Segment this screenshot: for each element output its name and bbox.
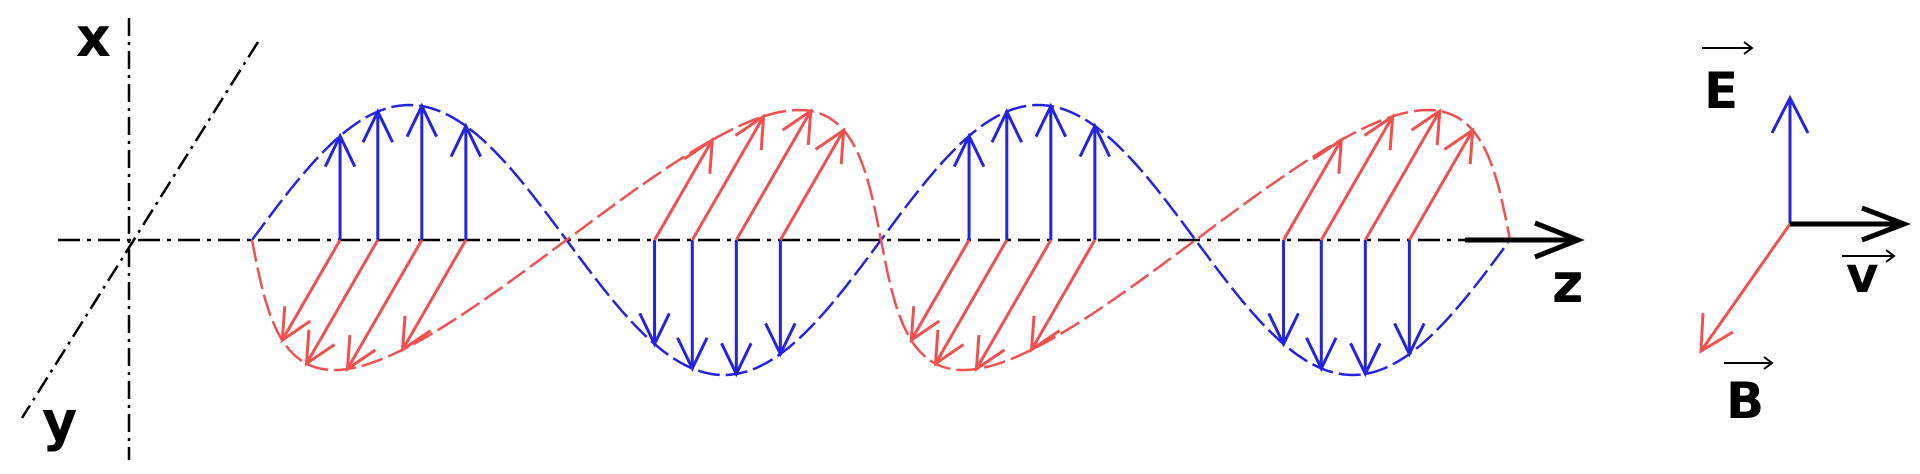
b-field-vector: [1320, 115, 1394, 241]
y-axis-line: [20, 41, 260, 419]
b-field-vector-head: [1410, 108, 1442, 146]
legend-e-arrowhead: [1770, 94, 1810, 134]
b-field-vector: [691, 115, 765, 241]
b-field-vector: [401, 239, 468, 351]
legend-e-label: E: [1704, 62, 1738, 120]
electric-field-vectors: [323, 102, 1426, 378]
b-field-vector-head: [1029, 315, 1061, 353]
legend-v-overarrow-head: [1885, 249, 1896, 263]
b-field-vector: [1364, 110, 1442, 241]
b-field-vector: [909, 239, 971, 341]
b-field-vector: [346, 239, 424, 370]
b-field-vector: [934, 239, 1009, 365]
e-field-vector-head: [1349, 342, 1382, 378]
legend-v-arrowhead: [1861, 205, 1912, 243]
b-field-vector-head: [734, 113, 766, 151]
b-field-vector: [1030, 239, 1097, 351]
b-field-vector-head: [1312, 136, 1344, 174]
e-field-vector-head: [638, 312, 671, 348]
legend-e-overarrow-head: [1743, 41, 1754, 55]
b-field-vector-head: [781, 108, 813, 146]
b-field-vector-head: [933, 329, 965, 367]
b-field-vector-head: [280, 306, 312, 344]
y-axis-label: y: [42, 390, 77, 453]
z-axis-label: z: [1552, 252, 1583, 315]
magnetic-field-curve: [250, 108, 1511, 372]
legend-b-label: B: [1726, 372, 1764, 430]
legend: E v B: [1699, 41, 1912, 430]
e-field-vector-head: [1078, 122, 1111, 158]
e-field-vector-head: [764, 322, 797, 358]
e-field-vector-head: [361, 108, 394, 143]
axes: [20, 18, 1585, 460]
b-field-vector: [975, 239, 1053, 370]
b-field-vector: [305, 239, 380, 365]
b-field-vector-head: [304, 329, 336, 367]
b-field-vector-head: [683, 136, 715, 174]
z-axis-arrowhead: [1534, 220, 1585, 260]
b-field-vector-head: [400, 315, 432, 353]
legend-b-overarrow-head: [1763, 356, 1774, 370]
e-field-vector-head: [1393, 322, 1426, 358]
e-field-vector-head: [449, 122, 482, 158]
b-field-vector-head: [974, 334, 1006, 372]
e-field-vector-head: [405, 102, 438, 138]
b-field-vector-head: [1443, 127, 1475, 165]
b-field-vector-head: [814, 127, 846, 165]
wave-curves: [250, 103, 1511, 377]
e-field-vector-head: [1034, 102, 1067, 138]
b-field-vector: [735, 110, 813, 241]
e-field-vector-head: [1267, 312, 1300, 348]
b-field-vector: [1408, 129, 1474, 241]
x-axis-label: x: [76, 6, 111, 69]
e-field-vector-head: [676, 337, 709, 372]
b-field-vector: [779, 129, 845, 241]
b-field-vector: [653, 139, 714, 241]
magnetic-field-vectors: [280, 108, 1475, 372]
e-field-vector-head: [323, 132, 357, 168]
e-field-vector-head: [990, 108, 1023, 143]
b-field-vector: [280, 239, 342, 341]
b-field-vector-head: [1363, 113, 1395, 151]
e-field-vector-head: [952, 132, 986, 168]
e-field-vector-head: [720, 342, 753, 378]
b-field-vector-head: [909, 306, 941, 344]
b-field-vector-head: [345, 334, 377, 372]
e-field-vector-head: [1305, 337, 1338, 372]
legend-v-label: v: [1846, 246, 1879, 304]
b-field-vector: [1282, 139, 1343, 241]
legend-b-vector: [1699, 223, 1792, 352]
legend-b-arrowhead: [1699, 312, 1734, 354]
